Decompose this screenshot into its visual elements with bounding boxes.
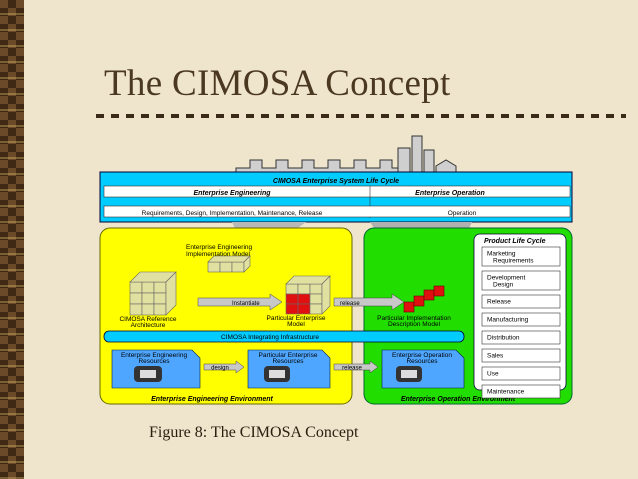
engineering-environment-label: Enterprise Engineering Environment: [151, 396, 273, 403]
eng-model-label-2: Implementation Model: [186, 251, 251, 258]
slide-title: The CIMOSA Concept: [104, 63, 451, 104]
plc-item-box: [481, 312, 561, 327]
design-label: design: [211, 366, 229, 372]
release-arrow: [333, 293, 405, 311]
particular-resources-label-2: Resources: [272, 358, 304, 365]
engineering-resources-panel: Enterprise Engineering Resources: [111, 349, 201, 389]
particular-label-2: Model: [287, 321, 305, 328]
plc-item-box: [481, 348, 561, 363]
reference-label-2: Architecture: [131, 322, 166, 329]
life-cycle-header-row: [103, 185, 571, 198]
design-arrow: [203, 360, 245, 374]
impl-label-2: Description Model: [388, 321, 441, 328]
plc-item-label: Marketing: [487, 251, 516, 258]
plc-item-label: Development: [487, 275, 525, 282]
implementation-model-cubes: [403, 285, 445, 313]
release-resources-arrow: [333, 360, 379, 374]
op-resources-label-1: Enterprise Operation: [392, 352, 452, 359]
plc-item-label: Maintenance: [487, 389, 525, 396]
eng-model-label-1: Enterprise Engineering: [186, 244, 253, 251]
operation-resources-panel: Enterprise Operation Resources: [381, 349, 465, 389]
operation-environment-label: Enterprise Operation Environment: [401, 396, 516, 403]
eng-resources-label-2: Resources: [138, 358, 170, 365]
engineering-phases: Requirements, Design, Implementation, Ma…: [142, 210, 323, 217]
particular-model-cubes: [285, 275, 331, 315]
plc-item-box: [481, 246, 561, 267]
plc-item-box: [481, 330, 561, 345]
product-life-cycle-list: MarketingRequirementsDevelopmentDesignRe…: [481, 246, 561, 399]
engineering-header: Enterprise Engineering: [193, 190, 271, 197]
reference-label-1: CIMOSA Reference: [119, 316, 176, 323]
plc-item-box: [481, 384, 561, 399]
reference-architecture-cubes: [129, 271, 177, 316]
engineering-model-cubes: [207, 255, 251, 273]
infrastructure-label: CIMOSA Integrating Infrastructure: [221, 334, 319, 341]
release-label: release: [340, 301, 360, 307]
plc-item-label: Manufacturing: [487, 317, 529, 324]
plc-item-box: [481, 294, 561, 309]
impl-label-1: Particular Implementation: [377, 315, 451, 322]
particular-resources-label-1: Particular Enterprise: [259, 352, 318, 359]
figure-caption: Figure 8: The CIMOSA Concept: [149, 424, 359, 441]
instantiate-label: Instantiate: [232, 301, 260, 307]
plc-item-box: [481, 366, 561, 381]
plc-item-label: Sales: [487, 353, 504, 360]
life-cycle-title: CIMOSA Enterprise System Life Cycle: [273, 178, 399, 185]
plc-item-label: Release: [487, 299, 511, 306]
product-life-cycle-title: Product Life Cycle: [484, 238, 546, 245]
instantiate-arrow: [197, 293, 283, 311]
integrating-infrastructure-bar: [103, 330, 465, 343]
plc-item-box: [481, 270, 561, 291]
op-resources-label-2: Resources: [406, 358, 438, 365]
particular-resources-panel: Particular Enterprise Resources: [247, 349, 331, 389]
life-cycle-phase-row: [103, 205, 571, 218]
decorative-left-strip: [0, 0, 24, 479]
plc-item-label: Distribution: [487, 335, 520, 342]
plc-item-label-sub: Requirements: [493, 258, 534, 265]
release2-label: release: [342, 366, 362, 372]
operation-phase: Operation: [448, 210, 477, 217]
title-divider: [96, 114, 626, 118]
eng-resources-label-1: Enterprise Engineering: [121, 352, 188, 359]
operation-header: Enterprise Operation: [415, 190, 485, 197]
plc-item-label-sub: Design: [493, 282, 514, 289]
plc-item-label: Use: [487, 371, 499, 378]
particular-label-1: Particular Enterprise: [267, 315, 326, 322]
